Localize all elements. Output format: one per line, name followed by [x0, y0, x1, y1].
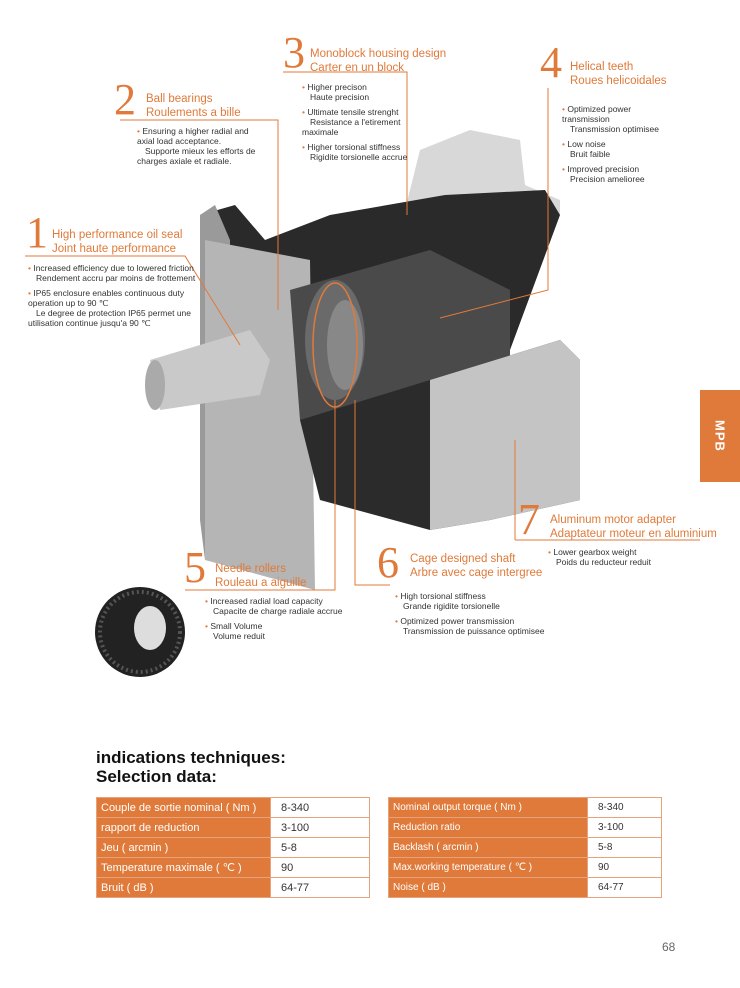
- selection-table-en: Nominal output torque ( Nm )8-340 Reduct…: [388, 797, 662, 898]
- page-number: 68: [662, 940, 676, 954]
- feature-2-bullets: Ensuring a higher radial and axial load …: [137, 126, 257, 171]
- table-row: Temperature maximale ( ℃ )90: [96, 857, 370, 878]
- table-row: Backlash ( arcmin )5-8: [388, 837, 662, 858]
- feature-2-number: 2: [114, 75, 136, 124]
- feature-1-number: 1: [26, 208, 48, 257]
- table-row: Jeu ( arcmin )5-8: [96, 837, 370, 858]
- feature-4-number: 4: [540, 38, 562, 87]
- table-row: Couple de sortie nominal ( Nm )8-340: [96, 797, 370, 818]
- feature-3-number: 3: [283, 28, 305, 77]
- series-tab: MPB: [700, 390, 740, 482]
- selection-data-heading: indications techniques:Selection data:: [96, 748, 286, 786]
- table-row: Nominal output torque ( Nm )8-340: [388, 797, 662, 818]
- feature-7-number: 7: [518, 495, 540, 544]
- feature-5-number: 5: [184, 543, 206, 592]
- feature-1-bullets: Increased efficiency due to lowered fric…: [28, 263, 198, 333]
- table-row: Noise ( dB )64-77: [388, 877, 662, 898]
- feature-6-number: 6: [377, 538, 399, 587]
- series-tab-label: MPB: [712, 420, 728, 452]
- table-row: Bruit ( dB )64-77: [96, 877, 370, 898]
- gearbox-cutaway-illustration: [25, 71, 700, 677]
- table-row: Max.working temperature ( ℃ )90: [388, 857, 662, 878]
- selection-table-fr: Couple de sortie nominal ( Nm )8-340 rap…: [96, 797, 370, 898]
- feature-4-bullets: Optimized power transmissionTransmission…: [562, 104, 662, 189]
